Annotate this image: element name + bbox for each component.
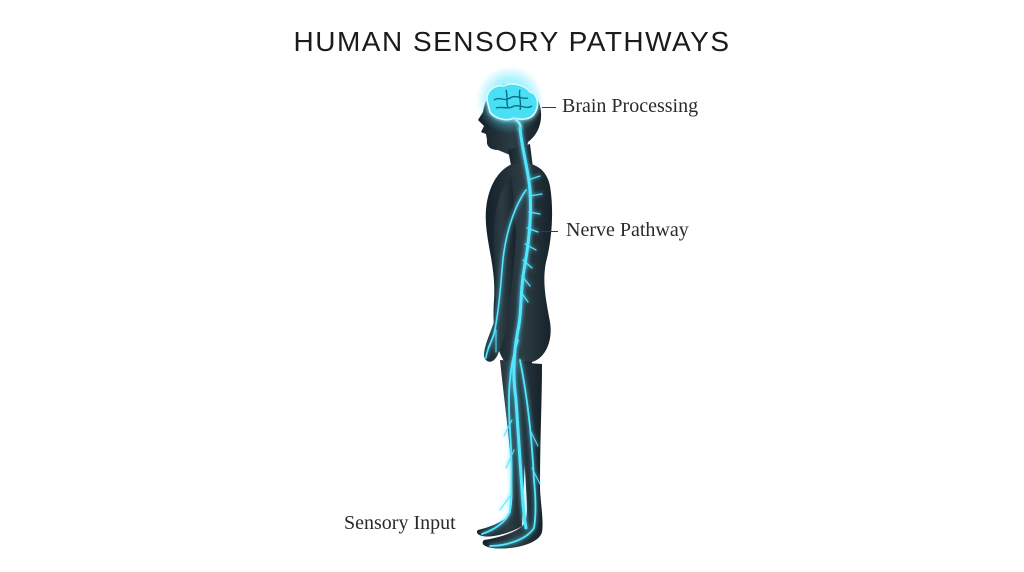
body-silhouette xyxy=(476,83,553,549)
diagram-title: HUMAN SENSORY PATHWAYS xyxy=(293,26,731,57)
brain-icon xyxy=(476,66,544,134)
nerve-leader-line xyxy=(540,231,558,232)
sensory-input-label: Sensory Input xyxy=(344,512,456,534)
brain-leader-line xyxy=(542,107,556,108)
nerve-pathway-label: Nerve Pathway xyxy=(566,219,689,241)
brain-processing-label: Brain Processing xyxy=(562,95,699,117)
nerve-pathway xyxy=(481,126,543,547)
